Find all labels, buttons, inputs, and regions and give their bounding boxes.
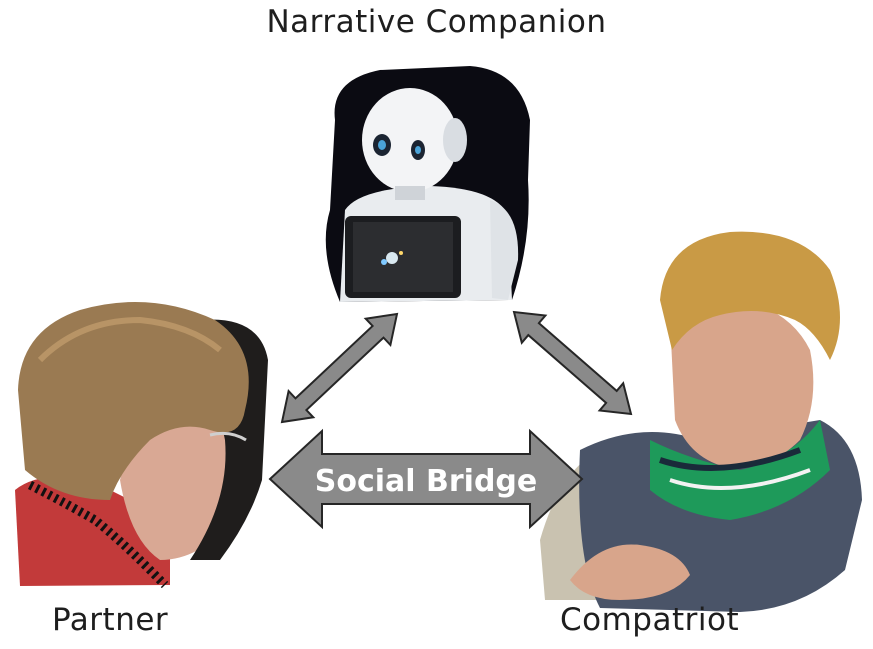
robot-compatriot-arrow	[512, 310, 633, 416]
narrative-companion-label: Narrative Companion	[266, 4, 607, 40]
robot-photo	[325, 66, 530, 302]
compatriot-photo	[540, 231, 862, 612]
compatriot-label: Compatriot	[560, 602, 740, 638]
arrows: Social Bridge	[268, 310, 633, 530]
social-bridge-label: Social Bridge	[315, 464, 538, 499]
partner-label: Partner	[52, 602, 169, 638]
robot-partner-arrow	[280, 312, 399, 424]
partner-photo	[15, 302, 268, 589]
social-bridge-arrow	[268, 428, 584, 530]
